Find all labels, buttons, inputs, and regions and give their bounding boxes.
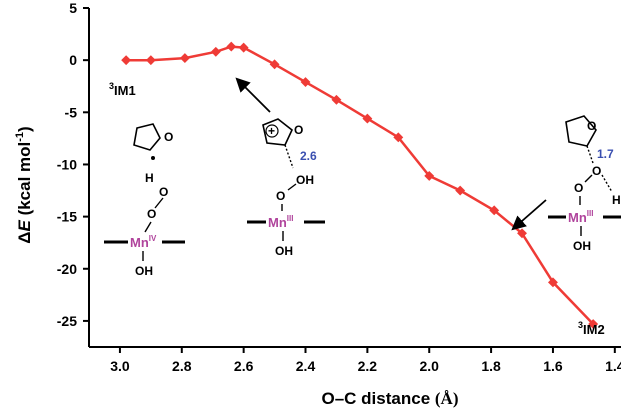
y-tick-label: 0: [69, 52, 77, 68]
x-tick-label: 2.0: [419, 358, 439, 374]
radical-dot: [151, 156, 155, 160]
y-tick-label: -5: [65, 104, 78, 120]
ring-oxygen-right: O: [587, 119, 596, 133]
data-point: [226, 41, 237, 52]
late-arrow: [511, 199, 547, 231]
y-tick-label: -25: [57, 313, 77, 329]
series-energy: [121, 41, 599, 330]
thf-ring-left: [133, 123, 161, 151]
h-atom-left: H: [145, 171, 154, 185]
cation-plus: +: [268, 124, 275, 138]
data-point: [455, 185, 466, 196]
data-point: [238, 42, 249, 53]
data-point: [393, 132, 404, 143]
data-point: [121, 55, 132, 66]
data-point: [424, 170, 435, 181]
x-tick-label: 2.8: [172, 358, 192, 374]
structure-right: O 1.7 O H O MnIII OH: [548, 115, 621, 253]
end-label: 3IM2: [578, 320, 605, 337]
ring-oxygen-middle: O: [294, 123, 303, 137]
oh-left: OH: [135, 264, 153, 278]
mn-left: MnIV: [130, 234, 157, 250]
data-point: [517, 228, 527, 239]
y-tick-label: -15: [57, 209, 77, 225]
o1-right: O: [574, 181, 583, 195]
o1-middle: O: [276, 189, 285, 203]
data-point: [179, 53, 190, 64]
data-point: [588, 319, 599, 330]
data-point: [489, 205, 500, 216]
y-tick-label: -20: [57, 261, 77, 277]
data-point: [548, 277, 558, 288]
y-tick-label: -10: [57, 156, 77, 172]
start-label: 3IM1: [109, 81, 136, 98]
x-ticks: 3.0 2.8 2.6 2.4 2.2 2.0 1.8 1.6 1.4: [110, 347, 621, 374]
o1-left: O: [159, 185, 168, 199]
dashed-bond-right: [586, 145, 594, 164]
x-tick-label: 1.8: [481, 358, 501, 374]
x-tick-label: 2.2: [358, 358, 378, 374]
x-tick-label: 1.4: [605, 358, 621, 374]
mn-middle: MnIII: [268, 214, 293, 230]
h-atom-right: H: [612, 193, 621, 207]
dashed-bond-middle: [284, 144, 294, 169]
series-line: [126, 45, 595, 325]
ts-arrow: [235, 77, 271, 113]
y-axis-title: ΔE (kcal mol-1): [14, 126, 34, 243]
ring-oxygen-left: O: [164, 130, 173, 144]
data-point: [269, 59, 280, 70]
oh-top-middle: OH: [296, 173, 314, 187]
o-bridge-right: O: [592, 164, 601, 178]
x-axis-title: O–C distance (Å): [322, 389, 459, 408]
y-tick-label: 5: [69, 0, 77, 16]
mn-right: MnIII: [568, 209, 593, 225]
thf-ring-middle: [262, 118, 293, 146]
data-point: [145, 55, 156, 66]
oh-bottom-right: OH: [573, 239, 591, 253]
data-point: [210, 46, 221, 57]
x-tick-label: 2.4: [296, 358, 316, 374]
oh-bottom-middle: OH: [275, 244, 293, 258]
x-tick-label: 1.6: [543, 358, 563, 374]
ts-distance: 2.6: [300, 149, 317, 163]
x-tick-label: 3.0: [110, 358, 130, 374]
o2-left: O: [147, 207, 156, 221]
cation-circle: [265, 124, 279, 138]
series-points: [121, 41, 599, 330]
structure-left: O H O O MnIV OH: [104, 123, 185, 278]
axes: 3.0 2.8 2.6 2.4 2.2 2.0 1.8 1.6 1.4 5 0 -5 -10 -15 -2…: [57, 0, 621, 374]
late-distance: 1.7: [597, 147, 614, 161]
x-tick-label: 2.6: [234, 358, 254, 374]
structure-middle: O + 2.6 OH O MnIII OH: [247, 118, 325, 258]
thf-ring-right: [565, 115, 597, 147]
y-ticks: 5 0 -5 -10 -15 -20 -25: [57, 0, 89, 329]
